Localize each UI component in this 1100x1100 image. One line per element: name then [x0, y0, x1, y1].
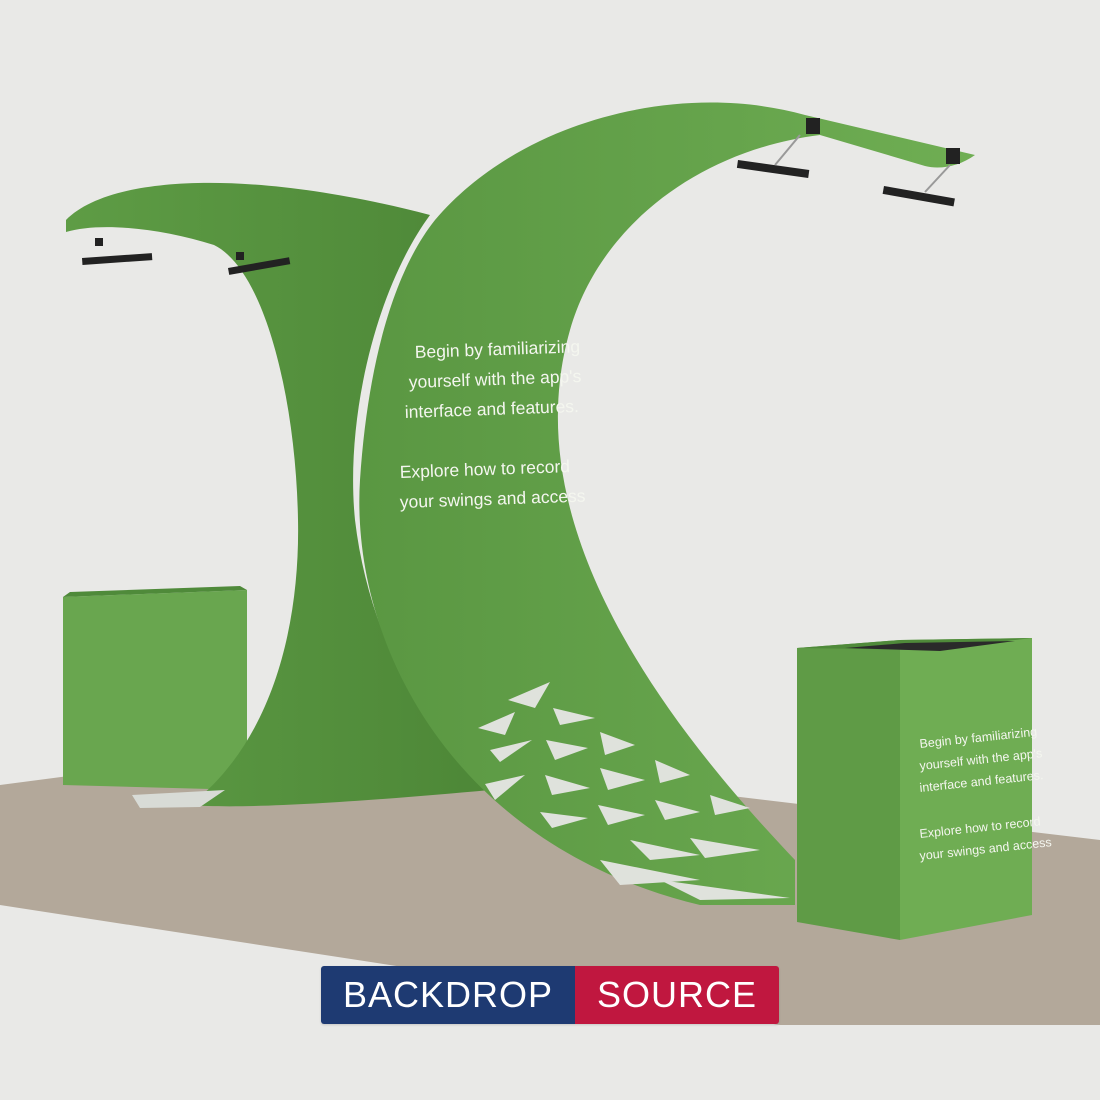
logo-right-text: SOURCE [596, 974, 758, 1015]
logo-left-text: BACKDROP [342, 974, 554, 1015]
left-arch [66, 182, 490, 808]
main-arch: Begin by familiarizing yourself with the… [359, 102, 975, 906]
left-counter [63, 586, 247, 790]
logo-left-block: BACKDROP [321, 966, 575, 1024]
right-counter: Begin by familiarizing yourself with the… [797, 638, 1052, 940]
logo-right-block: SOURCE [575, 966, 779, 1024]
backdrop-source-logo: BACKDROP SOURCE [321, 966, 779, 1024]
